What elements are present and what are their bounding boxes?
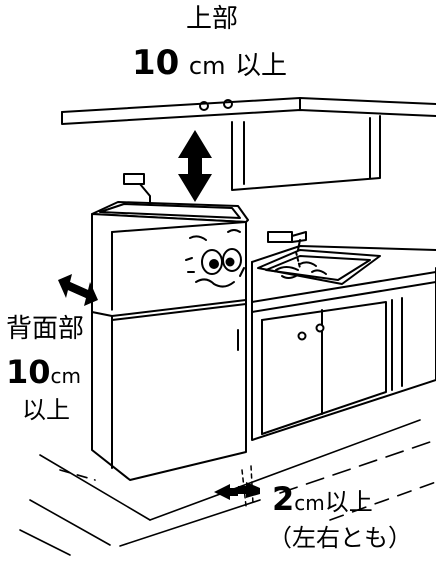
back-clearance-value: 10 [6, 353, 51, 391]
refrigerator [92, 202, 248, 480]
back-clearance-title: 背面部 [6, 316, 84, 342]
top-clearance-title: 上部 [186, 6, 238, 32]
back-clearance-suffix: 以上 [22, 398, 70, 422]
back-clearance-unit: cm [51, 364, 81, 388]
back-clearance-value-line: 10cm [6, 356, 81, 388]
side-clearance-unit: cm [294, 491, 324, 515]
side-clearance-arrows [214, 482, 260, 500]
top-clearance-arrow [178, 130, 212, 202]
side-clearance-dashes-2 [251, 466, 253, 504]
side-clearance-value-line: 2cm以上 [272, 483, 373, 515]
side-clearance-suffix: 以上 [325, 488, 373, 516]
wall-cabinet [62, 98, 436, 190]
top-clearance-unit: cm [189, 52, 226, 80]
side-clearance-value: 2 [272, 480, 294, 518]
top-clearance-suffix: 以上 [235, 51, 287, 81]
side-clearance-note: （左右とも） [268, 526, 412, 550]
top-clearance-value: 10 [132, 43, 179, 83]
top-clearance-value-line: 10 cm 以上 [132, 46, 287, 80]
